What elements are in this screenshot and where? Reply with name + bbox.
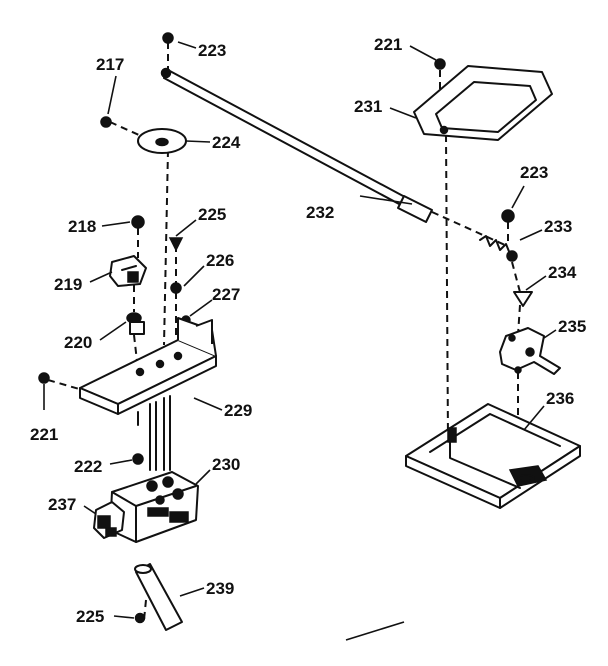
- stray-mark: [345, 621, 405, 641]
- screw-221-top: [434, 58, 446, 70]
- spring-233: [479, 235, 518, 262]
- label-221-left: 221: [30, 425, 58, 444]
- label-229: 229: [224, 401, 252, 420]
- label-232: 232: [306, 203, 334, 222]
- label-231: 231: [354, 97, 382, 116]
- label-225-bottom: 225: [76, 607, 104, 626]
- clip-219: [109, 255, 147, 287]
- label-222: 222: [74, 457, 102, 476]
- label-218: 218: [68, 217, 96, 236]
- part-labels: 223 217 224 218 225 226 227 219 220 221 …: [30, 35, 586, 626]
- label-234: 234: [548, 263, 577, 282]
- screw-217: [100, 116, 112, 128]
- label-223-top: 223: [198, 41, 226, 60]
- label-237: 237: [48, 495, 76, 514]
- tray-236: [405, 403, 581, 509]
- label-220: 220: [64, 333, 92, 352]
- screw-223-right: [501, 209, 515, 223]
- label-219: 219: [54, 275, 82, 294]
- leader-lines: [43, 41, 557, 619]
- label-230: 230: [212, 455, 240, 474]
- screw-221-left: [38, 372, 50, 384]
- fitting-237: [93, 501, 125, 539]
- screw-225-mid: [168, 237, 184, 252]
- bezel-231: [413, 65, 553, 141]
- nut-226: [170, 282, 182, 294]
- label-227: 227: [212, 285, 240, 304]
- screw-222: [132, 453, 144, 465]
- screw-223-top: [162, 32, 174, 44]
- bracket-229: [79, 317, 217, 471]
- label-224: 224: [212, 133, 241, 152]
- washer-224: [137, 128, 187, 154]
- bushing-220: [126, 312, 145, 335]
- bracket-235: [499, 327, 561, 375]
- label-236: 236: [546, 389, 574, 408]
- screw-218: [131, 215, 145, 229]
- label-217: 217: [96, 55, 124, 74]
- label-223-right: 223: [520, 163, 548, 182]
- screw-225-bottom: [134, 612, 146, 624]
- valve-230: [109, 471, 199, 543]
- label-233: 233: [544, 217, 572, 236]
- label-226: 226: [206, 251, 234, 270]
- label-221-top: 221: [374, 35, 402, 54]
- handle-239: [134, 563, 183, 631]
- label-239: 239: [206, 579, 234, 598]
- rod-232: [160, 67, 433, 223]
- label-225-mid: 225: [198, 205, 226, 224]
- label-235: 235: [558, 317, 586, 336]
- cone-234: [513, 291, 533, 307]
